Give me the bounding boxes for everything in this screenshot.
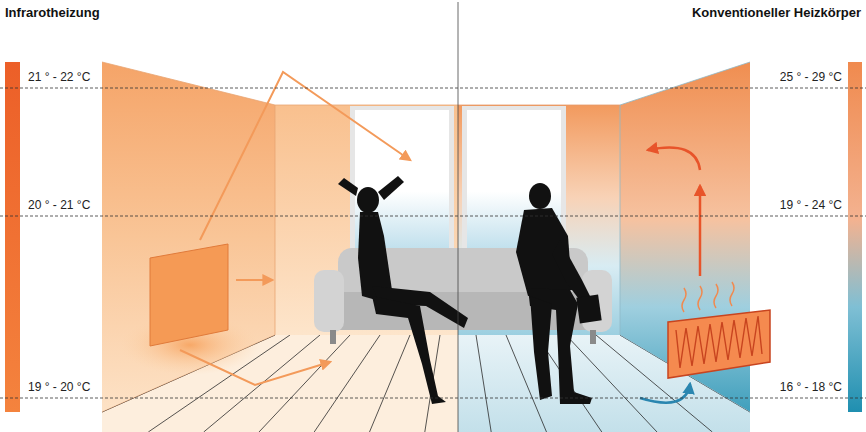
radiator-fins — [676, 316, 762, 368]
side-wall — [102, 62, 275, 412]
temperature-label: 25 ° - 29 °C — [780, 70, 842, 84]
temperature-label: 19 ° - 24 °C — [780, 198, 842, 212]
heat-waves — [682, 282, 734, 312]
convection-arrow — [699, 186, 702, 276]
temperature-label: 21 ° - 22 °C — [28, 70, 90, 84]
heat-ray — [236, 279, 272, 281]
divider — [458, 2, 459, 432]
radiator-room — [458, 62, 750, 432]
cold-air-arrow — [640, 384, 690, 403]
wall-edge — [275, 105, 458, 106]
infrared-panel — [150, 244, 228, 346]
temperature-strip — [5, 62, 20, 412]
temperature-label: 16 ° - 18 °C — [780, 380, 842, 394]
temperature-label: 19 ° - 20 °C — [28, 380, 90, 394]
sofa-leg — [330, 330, 336, 344]
infrared-panel-group — [120, 72, 410, 385]
infrared-room — [102, 62, 458, 432]
sofa-leg — [590, 330, 596, 344]
wall-edge — [102, 62, 275, 412]
woman-silhouette — [338, 176, 468, 404]
convection-arrow — [648, 148, 700, 171]
radiator — [668, 310, 770, 378]
panel-heading: Infrarotheizung — [5, 5, 100, 21]
heat-ray — [180, 350, 330, 385]
temperature-strip — [848, 62, 862, 412]
panel-heading: Konventioneller Heizkörper — [692, 5, 861, 21]
temperature-label: 20 ° - 21 °C — [28, 198, 90, 212]
sofa-arm — [314, 270, 344, 332]
radiator-group — [640, 148, 770, 403]
book — [576, 295, 601, 324]
level-lines — [0, 88, 866, 398]
man-silhouette — [516, 183, 602, 404]
wall-edge — [458, 105, 620, 106]
